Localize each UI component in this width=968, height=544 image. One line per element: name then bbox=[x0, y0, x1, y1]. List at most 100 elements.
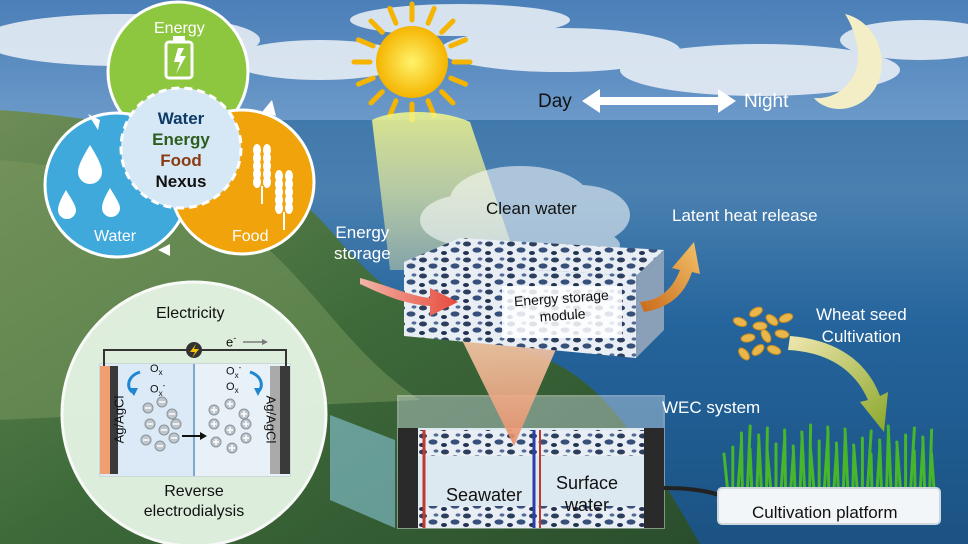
grass-blade bbox=[808, 446, 816, 496]
ox-subscript: x bbox=[158, 388, 163, 398]
clean-water-label: Clean water bbox=[486, 199, 577, 218]
ox-minus: - bbox=[162, 381, 166, 390]
grass-blade bbox=[908, 426, 916, 496]
wheat-seed bbox=[778, 313, 794, 323]
nexus-center-text: Water Energy Food Nexus bbox=[141, 108, 221, 192]
electricity-label: Electricity bbox=[156, 305, 225, 322]
cation bbox=[240, 418, 252, 430]
wheat-stem bbox=[283, 212, 285, 230]
cation bbox=[224, 398, 236, 410]
wheat-icon bbox=[253, 144, 293, 230]
electron-sup: - bbox=[233, 333, 237, 343]
wheat-seed bbox=[766, 345, 782, 355]
ox-symbol: O bbox=[226, 381, 235, 393]
seed-to-platform-arrow bbox=[788, 336, 888, 432]
cation bbox=[238, 408, 250, 420]
day-night-arrow bbox=[582, 89, 736, 113]
nexus-food-label: Food bbox=[232, 228, 269, 245]
anion bbox=[142, 402, 154, 414]
red-panel bbox=[60, 280, 395, 544]
grass-blade bbox=[852, 443, 860, 496]
cation bbox=[226, 442, 238, 454]
cation bbox=[208, 404, 220, 416]
sun-ray bbox=[439, 18, 456, 35]
wheat-seed bbox=[752, 321, 768, 331]
battery-icon bbox=[164, 36, 194, 80]
ox-subscript: x bbox=[234, 386, 239, 396]
latent-heat-arrow bbox=[640, 242, 700, 312]
ox-symbol: O bbox=[150, 383, 159, 396]
nexus-center-food: Food bbox=[160, 151, 202, 170]
seed-label: Wheat seed Cultivation bbox=[816, 305, 907, 346]
wheat-seed bbox=[740, 333, 756, 343]
nexus-center-water: Water bbox=[157, 109, 205, 128]
nexus-energy-label: Energy bbox=[154, 20, 205, 37]
wheat-seed bbox=[749, 306, 763, 318]
grass-blade bbox=[865, 429, 873, 496]
red-title: Reverse electrodialysis bbox=[134, 482, 254, 522]
ox-minus: - bbox=[238, 363, 242, 372]
grass-blade bbox=[765, 449, 773, 496]
anion bbox=[140, 434, 152, 446]
wheat-grain bbox=[275, 202, 283, 214]
wheat-seed bbox=[774, 329, 790, 339]
wec-label: WEC system bbox=[662, 398, 761, 417]
ox-right-bottom: Ox bbox=[226, 381, 239, 395]
energy-storage-label: Energy storage bbox=[334, 223, 391, 263]
wheat-seed bbox=[765, 314, 779, 326]
right-electrode-label: Ag/AgCl bbox=[263, 395, 279, 444]
left-electrode-label: Ag/AgCl bbox=[111, 395, 127, 444]
surface-water-label: Surface water bbox=[556, 473, 619, 515]
sun-ray bbox=[448, 37, 469, 49]
wheat-seeds-icon bbox=[732, 306, 794, 361]
ox-left-top: Ox bbox=[150, 363, 163, 377]
cation bbox=[208, 418, 220, 430]
sun-ray bbox=[355, 75, 376, 87]
heat-cone bbox=[462, 340, 560, 446]
platform-label: Cultivation platform bbox=[752, 503, 898, 522]
grass-blade bbox=[739, 431, 744, 496]
sun-icon bbox=[351, 1, 473, 123]
sun-ray bbox=[368, 89, 385, 106]
grass-blade bbox=[748, 447, 754, 496]
grass-blade bbox=[921, 435, 927, 496]
sun-ray bbox=[439, 89, 456, 106]
red-title-line2: electrodialysis bbox=[143, 503, 245, 520]
latent-heat-label: Latent heat release bbox=[672, 206, 818, 225]
sun-ray bbox=[448, 75, 469, 87]
wheat-grain bbox=[253, 176, 261, 188]
nexus-water-label: Water bbox=[94, 228, 137, 245]
ox-subscript: x bbox=[158, 368, 163, 378]
energy-storage-arrow bbox=[360, 278, 458, 316]
sun-ray bbox=[425, 5, 437, 26]
electron-symbol: e bbox=[226, 334, 234, 350]
wheat-seed bbox=[751, 344, 765, 356]
ox-right-top: Ox- bbox=[226, 363, 241, 380]
grass-blade bbox=[757, 433, 764, 496]
anion bbox=[168, 432, 180, 444]
nexus-diagram bbox=[43, 0, 316, 259]
seawater-label: Seawater bbox=[446, 485, 523, 505]
red-title-line1: Reverse bbox=[164, 483, 224, 500]
anion bbox=[170, 418, 182, 430]
night-label: Night bbox=[744, 91, 789, 112]
anion bbox=[154, 440, 166, 452]
water-drops-icon bbox=[58, 145, 120, 219]
nexus-center-nexus: Nexus bbox=[155, 172, 207, 191]
electron-label: e- bbox=[226, 333, 236, 349]
grass-blade bbox=[895, 440, 903, 496]
cation bbox=[240, 432, 252, 444]
cation bbox=[224, 424, 236, 436]
anion bbox=[144, 418, 156, 430]
moon-icon bbox=[814, 14, 882, 110]
sun-ray bbox=[355, 37, 376, 49]
wheat-grain bbox=[263, 176, 271, 188]
ox-symbol: O bbox=[150, 363, 159, 375]
wheat-stem bbox=[261, 186, 263, 204]
ox-symbol: O bbox=[226, 365, 235, 378]
anion bbox=[156, 396, 168, 408]
anion bbox=[158, 424, 170, 436]
cultivation-platform bbox=[717, 423, 941, 525]
wheat-grain bbox=[285, 202, 293, 214]
